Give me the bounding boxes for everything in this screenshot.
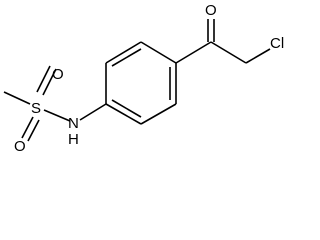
bond-s-n xyxy=(43,109,71,122)
structure-diagram: O O S N H O Cl xyxy=(3,2,284,152)
bond-s-o-bottom-a xyxy=(21,116,34,139)
bond-methyl-s xyxy=(3,91,31,105)
ring-bond-6 xyxy=(105,103,142,125)
bond-ch2-cl xyxy=(245,48,271,64)
bond-s-o-bottom-b xyxy=(27,119,40,142)
atom-o-carbonyl: O xyxy=(205,2,217,19)
ring-bond-3 xyxy=(140,41,177,64)
ring-bond-5 xyxy=(140,103,177,125)
bond-carbonyl-ch2 xyxy=(210,41,247,64)
atom-o-sulfonyl-top: O xyxy=(52,66,64,83)
ring-inner-bond-1 xyxy=(111,48,142,67)
bond-ring-carbonyl xyxy=(175,41,212,64)
atom-hydrogen: H xyxy=(68,131,79,148)
atom-chlorine: Cl xyxy=(270,35,284,52)
atom-sulfur: S xyxy=(31,100,41,117)
atom-nitrogen: N xyxy=(68,115,79,132)
bond-s-o-top-b xyxy=(42,68,57,96)
bond-n-ring xyxy=(79,103,107,121)
bond-s-o-top-a xyxy=(36,65,51,93)
atom-o-sulfonyl-bottom: O xyxy=(14,138,26,152)
ring-bond-2 xyxy=(105,41,142,64)
ring-inner-bond-3 xyxy=(111,99,142,118)
